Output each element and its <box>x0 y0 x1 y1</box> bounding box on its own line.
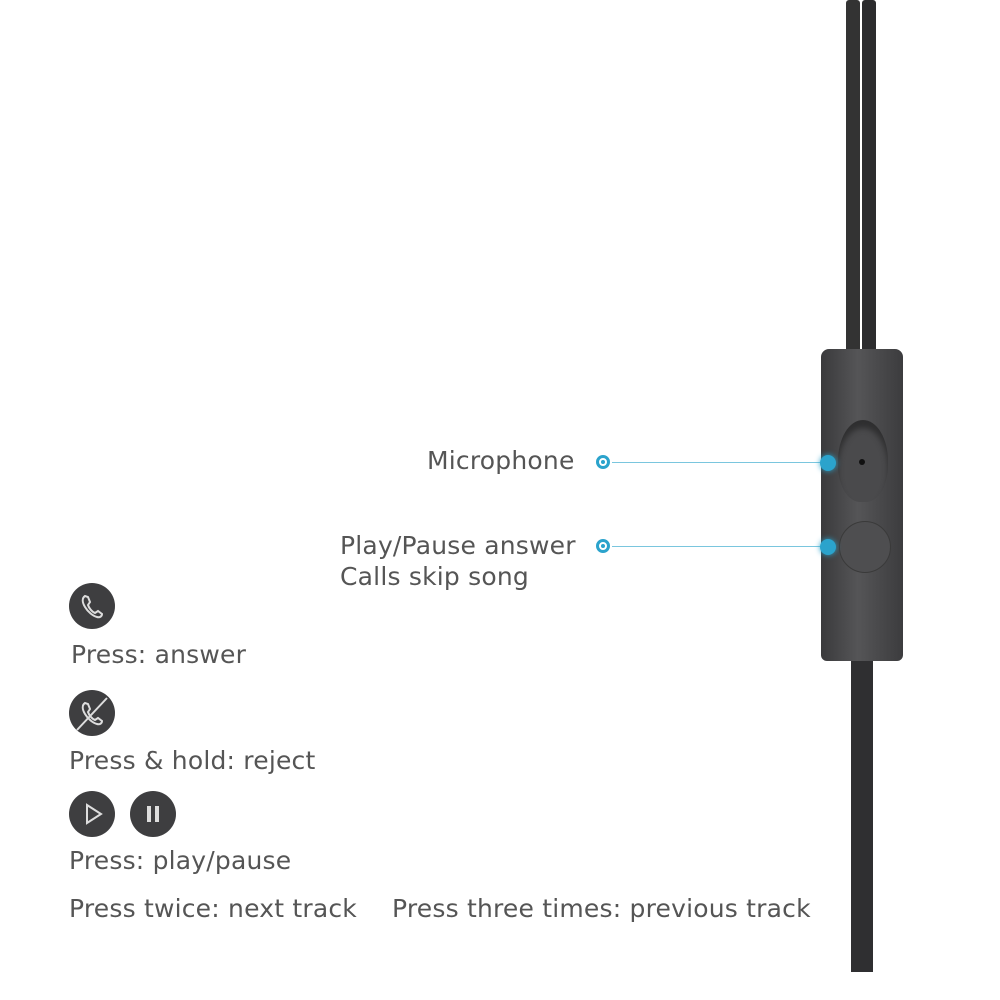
play-pause-marker-icon <box>596 539 610 553</box>
microphone-hole <box>859 459 865 465</box>
play-pause-text: Press: play/pause <box>69 846 292 875</box>
play-icon <box>69 791 115 837</box>
phone-reject-icon <box>69 690 115 736</box>
next-track-text: Press twice: next track <box>69 894 357 923</box>
reject-text: Press & hold: reject <box>69 746 316 775</box>
microphone-leader-line <box>612 462 824 463</box>
play-pause-leader-line <box>612 546 824 547</box>
lower-cable <box>851 650 873 972</box>
play-pause-label-line2: Calls skip song <box>340 562 529 591</box>
play-pause-label-line1: Play/Pause answer <box>340 531 576 560</box>
microphone-marker-icon <box>596 455 610 469</box>
pause-icon <box>130 791 176 837</box>
microphone-pointer-icon <box>820 455 836 471</box>
answer-text: Press: answer <box>71 640 247 669</box>
inline-remote <box>821 349 903 661</box>
previous-track-text: Press three times: previous track <box>392 894 811 923</box>
play-pause-button[interactable] <box>839 521 891 573</box>
phone-answer-icon <box>69 583 115 629</box>
microphone-label: Microphone <box>427 446 575 475</box>
upper-cable-right <box>862 0 876 360</box>
upper-cable-left <box>846 0 860 360</box>
play-pause-pointer-icon <box>820 539 836 555</box>
